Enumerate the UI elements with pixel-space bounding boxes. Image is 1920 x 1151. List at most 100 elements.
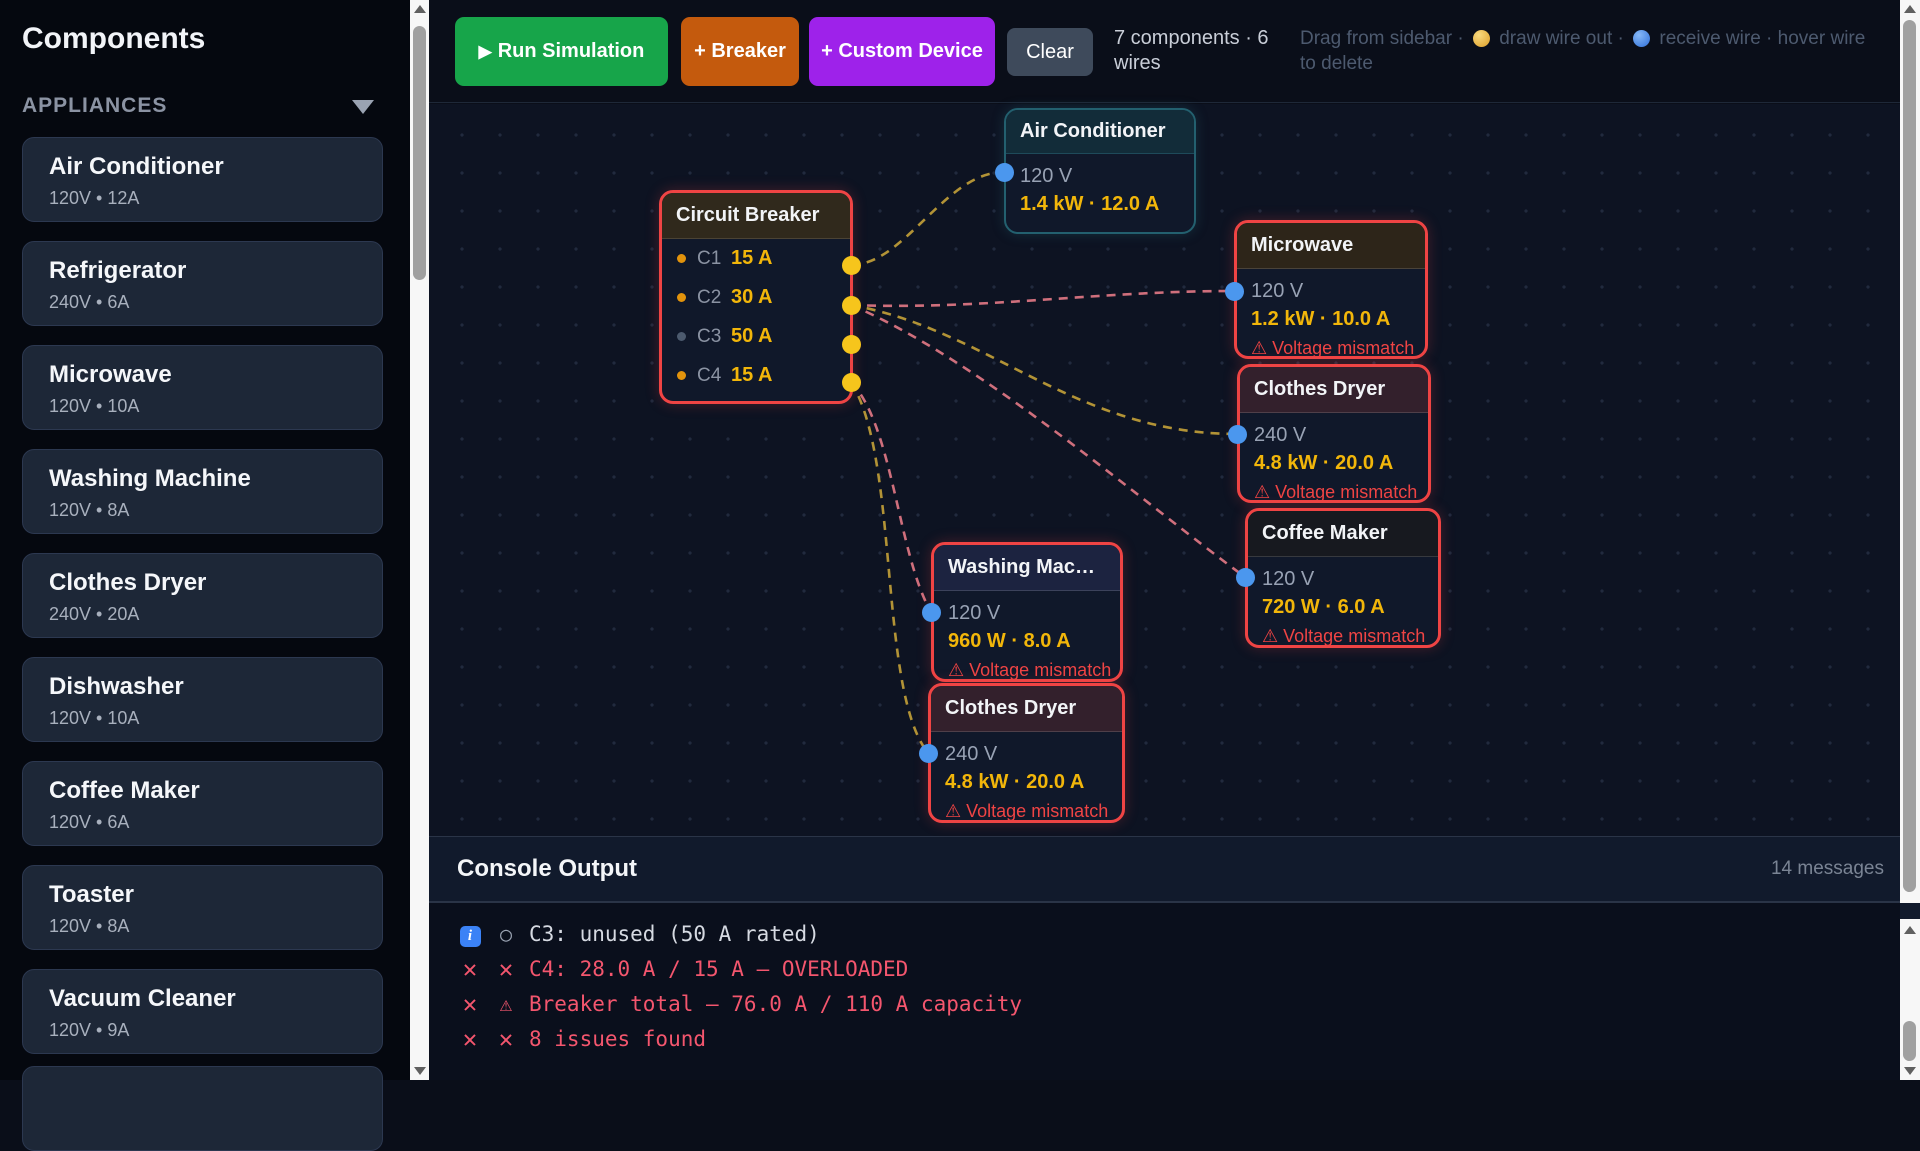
clothes-dryer-node[interactable]: Clothes Dryer 240 V 4.8 kW · 20.0 A ⚠ Vo…: [1237, 364, 1431, 503]
list-item-vacuum-cleaner[interactable]: Vacuum Cleaner 120V • 9A: [22, 969, 383, 1054]
item-title: Air Conditioner: [49, 153, 224, 180]
cross-icon: ✕: [498, 954, 514, 983]
scroll-up-icon[interactable]: [410, 0, 429, 18]
port-in-coffee-maker[interactable]: [1236, 568, 1255, 587]
item-title: Dishwasher: [49, 673, 184, 700]
console-panel: Console Output 14 messages i ○ C3: unuse…: [429, 836, 1900, 1080]
circuit-label: C3: [697, 325, 722, 347]
component-wire-count: 7 components · 6 wires: [1114, 27, 1269, 74]
breaker-circuit-row: C1 15 A: [662, 239, 850, 278]
node-title: Microwave: [1237, 223, 1425, 269]
coffee-maker-node[interactable]: Coffee Maker 120 V 720 W · 6.0 A ⚠ Volta…: [1245, 508, 1441, 648]
console-message-text: Breaker total — 76.0 A / 110 A capacity: [529, 991, 1023, 1016]
node-title: Circuit Breaker: [662, 193, 850, 239]
circuit-label: C1: [697, 247, 722, 269]
circuit-status-icon: [677, 332, 686, 341]
item-title: Refrigerator: [49, 257, 187, 284]
port-in-washing-machine[interactable]: [922, 603, 941, 622]
port-in-clothes-dryer[interactable]: [1228, 425, 1247, 444]
item-spec: 120V • 8A: [49, 916, 130, 936]
item-spec: 240V • 6A: [49, 292, 130, 312]
port-in-clothes-dryer-2[interactable]: [919, 744, 938, 763]
item-title: Toaster: [49, 881, 134, 908]
yellow-port-icon: [1472, 30, 1490, 47]
node-title: Clothes Dryer: [1240, 367, 1428, 413]
hint-hover: hover wire to delete: [1300, 28, 1866, 74]
wire-c2-microwave[interactable]: [850, 289, 1235, 308]
add-custom-device-button[interactable]: + Custom Device: [809, 17, 995, 86]
port-out-c4[interactable]: [842, 373, 861, 392]
list-item-microwave[interactable]: Microwave 120V • 10A: [22, 345, 383, 430]
canvas-scrollbar[interactable]: [1900, 0, 1920, 903]
item-title: Microwave: [49, 361, 172, 388]
circle-icon: ○: [499, 921, 513, 946]
microwave-node[interactable]: Microwave 120 V 1.2 kW · 10.0 A ⚠ Voltag…: [1234, 220, 1428, 359]
wire-c1-air-conditioner[interactable]: [850, 170, 1005, 267]
wire-c2-coffee-maker[interactable]: [850, 303, 1246, 579]
sidebar-scrollbar-thumb[interactable]: [413, 26, 426, 280]
breaker-circuit-row: C3 50 A: [662, 317, 850, 356]
circuit-status-icon: [677, 371, 686, 380]
circuit-breaker-node[interactable]: Circuit Breaker C1 15 A C2 30 A C3 50 A …: [659, 190, 853, 404]
clothes-dryer-2-node[interactable]: Clothes Dryer 240 V 4.8 kW · 20.0 A ⚠ Vo…: [928, 683, 1125, 823]
components-sidebar: Components APPLIANCES Air Conditioner 12…: [0, 0, 410, 1151]
cross-icon: ✕: [462, 954, 478, 983]
hint-receive: receive wire ·: [1659, 28, 1773, 49]
scroll-down-icon[interactable]: [410, 1062, 429, 1080]
wire-layer: [849, 170, 1246, 754]
list-item-refrigerator[interactable]: Refrigerator 240V • 6A: [22, 241, 383, 326]
list-item-dishwasher[interactable]: Dishwasher 120V • 10A: [22, 657, 383, 742]
list-item-partial[interactable]: [22, 1066, 383, 1151]
power-value: 4.8 kW · 20.0 A: [1254, 452, 1394, 474]
power-value: 1.2 kW · 10.0 A: [1251, 308, 1391, 330]
port-out-c2[interactable]: [842, 296, 861, 315]
cross-icon: ✕: [498, 1024, 514, 1053]
item-spec: 120V • 8A: [49, 500, 130, 520]
list-item-clothes-dryer[interactable]: Clothes Dryer 240V • 20A: [22, 553, 383, 638]
console-message: ✕ ⚠ Breaker total — 76.0 A / 110 A capac…: [457, 986, 1900, 1021]
appliances-section-label: APPLIANCES: [22, 94, 168, 117]
air-conditioner-node[interactable]: Air Conditioner 120 V 1.4 kW · 12.0 A: [1004, 108, 1196, 234]
wire-c4-washing-machine[interactable]: [850, 381, 933, 613]
list-item-toaster[interactable]: Toaster 120V • 8A: [22, 865, 383, 950]
list-item-coffee-maker[interactable]: Coffee Maker 120V • 6A: [22, 761, 383, 846]
port-in-microwave[interactable]: [1225, 282, 1244, 301]
clear-button[interactable]: Clear: [1007, 28, 1093, 76]
console-scrollbar[interactable]: [1900, 919, 1920, 1080]
item-title: Coffee Maker: [49, 777, 200, 804]
scroll-up-icon[interactable]: [1900, 921, 1920, 939]
scroll-up-icon[interactable]: [1900, 0, 1920, 18]
sidebar-title: Components: [22, 22, 206, 55]
port-out-c1[interactable]: [842, 256, 861, 275]
scroll-down-icon[interactable]: [1900, 1062, 1920, 1080]
blue-port-icon: [1633, 30, 1651, 47]
node-title: Clothes Dryer: [931, 686, 1122, 732]
port-out-c3[interactable]: [842, 335, 861, 354]
list-item-air-conditioner[interactable]: Air Conditioner 120V • 12A: [22, 137, 383, 222]
power-value: 960 W · 8.0 A: [948, 630, 1071, 652]
console-message-list[interactable]: i ○ C3: unused (50 A rated) ✕ ✕ C4: 28.0…: [429, 903, 1900, 1056]
wire-c2-clothes-dryer[interactable]: [850, 303, 1238, 436]
circuit-rating: 15 A: [731, 247, 773, 269]
node-title: Coffee Maker: [1248, 511, 1438, 557]
voltage-mismatch-warning: ⚠ Voltage mismatch: [1251, 338, 1415, 358]
hint-text: Drag from sidebar · draw wire out · rece…: [1300, 26, 1885, 76]
list-item-washing-machine[interactable]: Washing Machine 120V • 8A: [22, 449, 383, 534]
canvas-scrollbar-thumb[interactable]: [1903, 20, 1916, 892]
run-simulation-button[interactable]: ▶Run Simulation: [455, 17, 668, 86]
console-header: Console Output 14 messages: [429, 837, 1900, 903]
item-title: Washing Machine: [49, 465, 251, 492]
appliances-section-header[interactable]: APPLIANCES: [22, 94, 392, 118]
circuit-rating: 30 A: [731, 286, 773, 308]
washing-machine-node[interactable]: Washing Mac… 120 V 960 W · 8.0 A ⚠ Volta…: [931, 542, 1123, 682]
add-breaker-button[interactable]: + Breaker: [681, 17, 799, 86]
console-scrollbar-thumb[interactable]: [1903, 1021, 1916, 1061]
message-count-badge: 14 messages: [1770, 858, 1884, 879]
chevron-down-icon[interactable]: [352, 100, 374, 114]
play-icon: ▶: [478, 42, 492, 61]
wire-c4-clothes-dryer-2[interactable]: [849, 381, 930, 754]
breaker-circuit-row: C4 15 A: [662, 356, 850, 395]
port-in-air-conditioner[interactable]: [995, 163, 1014, 182]
toolbar: ▶Run Simulation + Breaker + Custom Devic…: [429, 0, 1900, 103]
sidebar-scrollbar[interactable]: [410, 0, 429, 1080]
